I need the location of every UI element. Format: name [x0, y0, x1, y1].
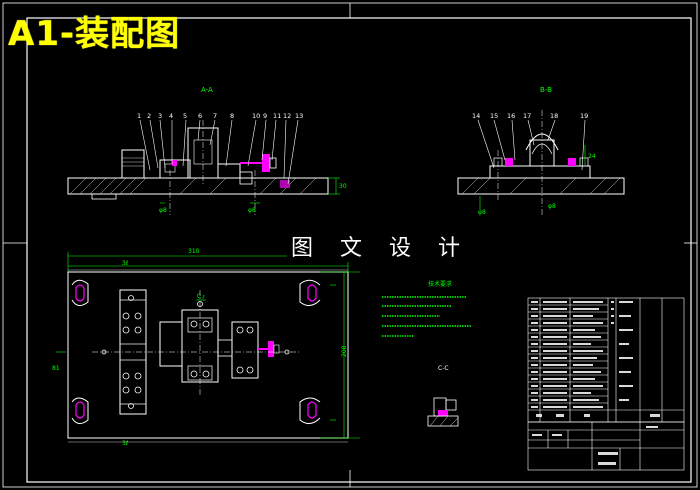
balloon-label: 2	[147, 112, 151, 120]
section-cc: C-C	[427, 365, 459, 427]
svg-text:φ8: φ8	[478, 209, 486, 216]
svg-text:φ8: φ8	[248, 207, 256, 214]
dim-bottom-inner: 3ℓ	[122, 440, 128, 447]
inner-frame	[26, 17, 692, 483]
notes-title: 技术要求	[428, 280, 452, 288]
balloon-label: 7	[213, 112, 217, 120]
svg-text:φ8: φ8	[548, 203, 556, 210]
technical-notes: 技术要求	[382, 280, 472, 337]
balloon-label: 4	[169, 112, 173, 120]
balloon-label: 14	[472, 112, 480, 120]
balloon-label: 10	[252, 112, 260, 120]
dim-left-height: 81	[52, 365, 60, 372]
front-balloons: 1 2 3 4 5 6 7 8 10 9 11 12 13	[137, 112, 303, 120]
banner-title: A1-装配图	[8, 14, 181, 54]
balloon-label: 8	[230, 112, 234, 120]
balloon-label: 16	[507, 112, 515, 120]
section-cc-label: C-C	[438, 365, 449, 372]
dim-top-inner: 3ℓ	[122, 260, 128, 267]
balloon-label: 5	[183, 112, 187, 120]
balloon-label: 18	[550, 112, 558, 120]
balloon-label: 1	[137, 112, 141, 120]
dim-height-right: 208	[341, 345, 348, 357]
svg-text:30: 30	[339, 183, 347, 190]
svg-text:C┌: C┌	[197, 293, 205, 300]
balloon-label: 6	[198, 112, 202, 120]
balloon-label: 9	[263, 112, 267, 120]
balloon-label: 15	[490, 112, 498, 120]
balloon-label: 12	[283, 112, 291, 120]
balloon-label: 17	[523, 112, 531, 120]
svg-text:24: 24	[588, 153, 596, 160]
front-view: A-A	[67, 86, 347, 215]
side-view: B-B 24 φ8 φ8 14	[457, 86, 625, 216]
parts-list-entries	[531, 301, 660, 465]
watermark-text: 图 文 设 计	[287, 230, 474, 262]
svg-text:φ8: φ8	[159, 207, 167, 214]
side-view-label: B-B	[540, 86, 552, 94]
balloon-label: 13	[295, 112, 303, 120]
balloon-label: 11	[273, 112, 281, 120]
balloon-label: 19	[580, 112, 588, 120]
top-view: 310 3ℓ	[52, 248, 360, 447]
dim-overall-width: 310	[188, 248, 200, 255]
front-view-label: A-A	[201, 86, 213, 94]
parts-list	[527, 297, 685, 471]
balloon-label: 3	[158, 112, 162, 120]
